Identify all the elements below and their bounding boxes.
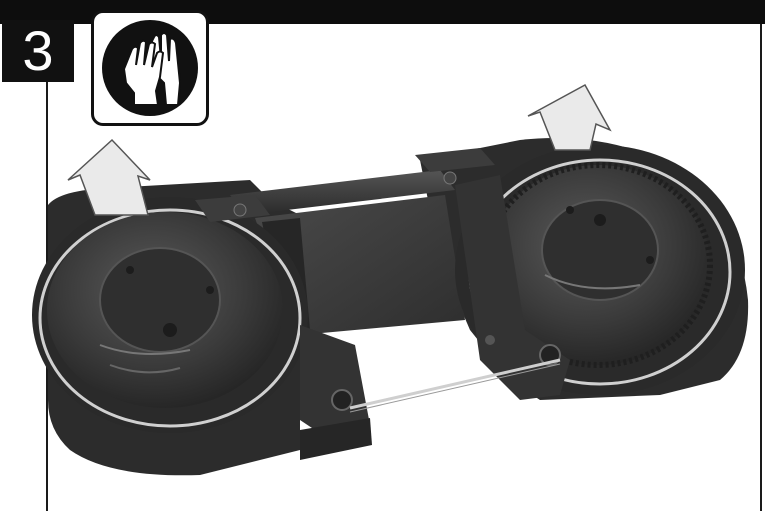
protective-gloves-icon — [102, 20, 198, 116]
center-frame-bar — [230, 170, 455, 215]
arrow-up-right-icon — [67, 138, 151, 216]
mandatory-sign-frame — [91, 10, 209, 126]
right-wheel-hub — [541, 199, 659, 301]
step-number: 3 — [22, 19, 54, 82]
center-back-panel — [255, 195, 465, 335]
frame-right-border — [760, 24, 762, 511]
arrow-up-right-icon — [527, 83, 612, 151]
left-wheel-hub — [99, 247, 221, 353]
left-wheel-blade-band — [38, 208, 302, 428]
saw-blade-lower — [349, 358, 561, 410]
right-blade-guide — [455, 175, 570, 400]
step-number-badge: 3 — [2, 20, 74, 82]
